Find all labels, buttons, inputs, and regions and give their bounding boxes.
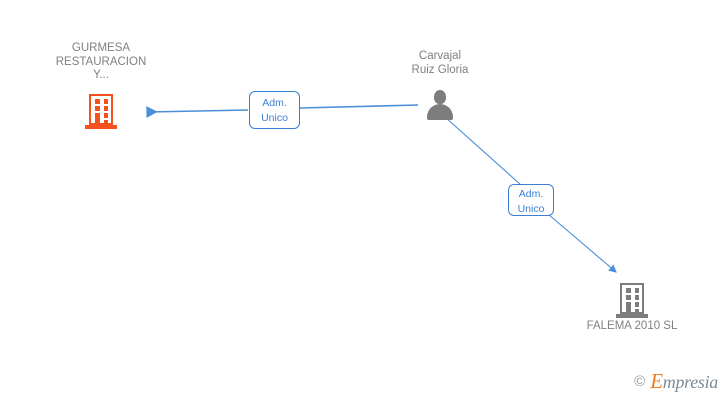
building-base (85, 125, 117, 129)
brand-rest: mpresia (662, 372, 719, 392)
node-carvajal-label: Carvajal Ruiz Gloria (411, 50, 469, 76)
brand-initial: E (650, 369, 663, 393)
edge-carvajal-gurmesa-right-segment (299, 104, 419, 109)
building-window (103, 120, 108, 125)
node-gurmesa-label: GURMESA RESTAURACION Y... (55, 42, 147, 81)
building-window (103, 99, 108, 104)
building-window (626, 295, 631, 300)
building-window (95, 113, 100, 118)
building-window (95, 99, 100, 104)
building-body (89, 94, 113, 125)
edge-carvajal-gurmesa-left-segment (146, 106, 249, 118)
building-icon[interactable] (85, 94, 117, 129)
building-door (94, 117, 100, 125)
building-window (103, 106, 108, 111)
watermark-empresia: © Empresia (634, 369, 718, 394)
building-door (625, 306, 631, 314)
brand-wordmark: Empresia (650, 369, 718, 394)
building-icon[interactable] (616, 283, 648, 318)
building-body (620, 283, 644, 314)
building-window (626, 302, 631, 307)
building-window (626, 288, 631, 293)
edge-carvajal-falema-upper-segment (444, 116, 522, 186)
person-icon[interactable] (425, 90, 455, 120)
copyright-icon: © (634, 373, 646, 390)
building-window (634, 295, 639, 300)
node-falema-label: FALEMA 2010 SL (586, 320, 678, 332)
building-window (634, 288, 639, 293)
person-torso (427, 104, 453, 120)
building-window (634, 302, 639, 307)
building-window (95, 106, 100, 111)
person-head (434, 90, 446, 104)
edge-carvajal-falema-lower-segment (547, 213, 617, 273)
building-window (634, 309, 639, 314)
edge-label-adm-unico-gurmesa[interactable]: Adm. Unico (249, 91, 300, 129)
building-base (616, 314, 648, 318)
edge-label-adm-unico-falema[interactable]: Adm. Unico (508, 184, 554, 216)
building-window (103, 113, 108, 118)
